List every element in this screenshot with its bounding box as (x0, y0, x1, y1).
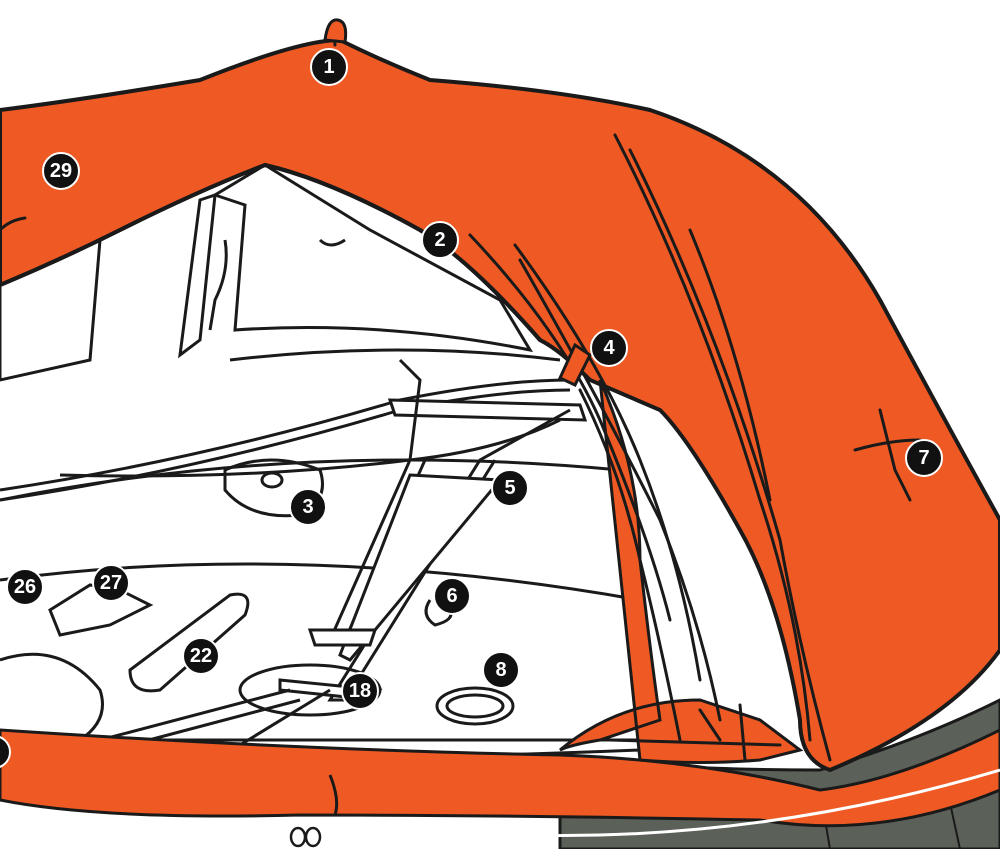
canopy-folds (0, 23, 922, 762)
callout-27-marker (92, 564, 130, 602)
callout-7-marker (905, 439, 943, 477)
callout-2: 2 (421, 221, 459, 259)
callout-4-label: 4 (603, 337, 615, 359)
canopy-side-panel (559, 379, 804, 764)
callout-18: 18 (341, 672, 379, 710)
lifeline (0, 768, 1000, 839)
callout-3-marker (289, 488, 327, 526)
callout-27: 27 (92, 564, 130, 602)
lifeline-clips (289, 826, 322, 848)
callout-1-label: 1 (323, 56, 334, 78)
callout-6-marker (433, 577, 471, 615)
strap-fitting (558, 342, 592, 387)
callout-7: 7 (905, 439, 943, 477)
callout-18-label: 18 (349, 680, 371, 702)
canopy-opening-edge (0, 162, 592, 382)
callout-29-marker (42, 152, 80, 190)
tube-seam (328, 774, 339, 816)
callout-18-marker (341, 672, 379, 710)
callout-partial-edge-marker (0, 736, 11, 768)
callout-7-label: 7 (918, 447, 929, 469)
canopy-top-knob (323, 18, 348, 44)
callout-26: 26 (6, 568, 44, 606)
callout-3-label: 3 (302, 496, 313, 518)
callout-8-marker (482, 651, 520, 689)
callout-2-label: 2 (434, 229, 445, 251)
callout-27-label: 27 (100, 572, 122, 594)
callout-22-marker (182, 637, 220, 675)
callout-6: 6 (433, 577, 471, 615)
interior-details (48, 238, 561, 726)
callout-29-label: 29 (50, 160, 72, 182)
callout-22: 22 (182, 637, 220, 675)
callout-22-label: 22 (190, 645, 212, 667)
callout-26-marker (6, 568, 44, 606)
callout-4: 4 (590, 329, 628, 367)
callout-26-label: 26 (14, 576, 36, 598)
callout-8: 8 (482, 651, 520, 689)
callout-5-marker (491, 469, 529, 507)
callout-8-label: 8 (495, 659, 506, 681)
callout-1-marker (310, 48, 348, 86)
callout-1: 1 (310, 48, 348, 86)
callout-4-marker (590, 329, 628, 367)
callout-5: 5 (491, 469, 529, 507)
callout-2-marker (421, 221, 459, 259)
callout-5-label: 5 (504, 477, 515, 499)
callout-29: 29 (42, 152, 80, 190)
callout-6-label: 6 (446, 585, 457, 607)
callout-3: 3 (289, 488, 327, 526)
